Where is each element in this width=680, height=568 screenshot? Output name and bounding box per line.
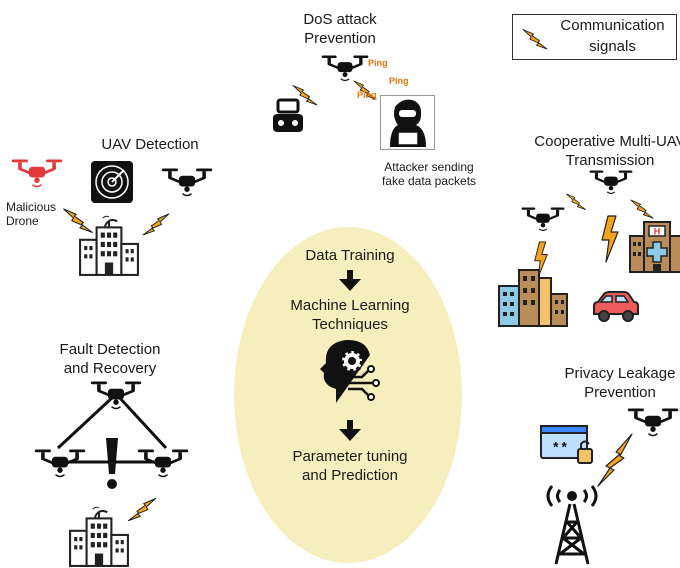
ai-head-icon: [320, 339, 380, 403]
warning-icon: [106, 438, 118, 489]
legend: [512, 14, 677, 60]
hospital-icon: H: [629, 221, 680, 273]
car-icon: [593, 291, 639, 322]
ping-label: Ping: [389, 76, 409, 86]
arrow-down-icon: [339, 270, 361, 291]
drone-icon: [89, 379, 143, 411]
city-buildings-icon: [498, 269, 568, 327]
ping-label: Ping: [357, 90, 377, 100]
radar-icon: [91, 161, 133, 203]
drone-icon: [33, 447, 87, 479]
svg-text:H: H: [654, 227, 661, 237]
data-training-label: Data Training: [305, 247, 395, 264]
ping-label: Ping: [368, 58, 388, 68]
hacker-icon: [380, 95, 435, 150]
lightning-icon: [127, 497, 157, 522]
lightning-icon: [597, 433, 633, 487]
uav-detection-title: UAV Detection: [101, 136, 199, 153]
radio-tower-icon: [546, 485, 598, 565]
legend-label: Communication signals: [560, 17, 665, 55]
lightning-icon: [534, 241, 548, 279]
password-mask: **: [552, 441, 569, 457]
remote-controller-icon: [273, 98, 303, 132]
drone-icon: [136, 447, 190, 479]
building-icon: [69, 506, 129, 567]
center-ellipse: [234, 227, 462, 563]
password-window-icon: **: [540, 425, 593, 464]
arrow-down-icon: [339, 420, 361, 441]
lightning-icon: [601, 215, 619, 263]
